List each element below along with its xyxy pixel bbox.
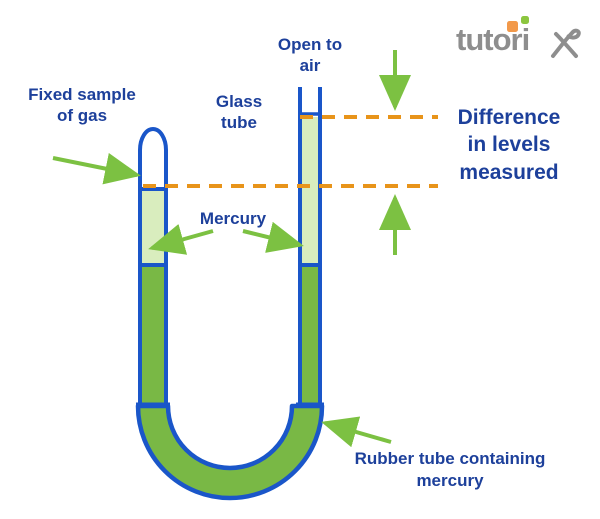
logo-x-swoosh-icon [551,28,581,58]
label-line: Rubber tube containing [354,449,546,468]
right-mercury-dark [302,265,318,404]
label-line: Glass [215,92,263,111]
arrow-fixed-sample [52,152,141,185]
label-mercury: Mercury [186,209,280,230]
arrow-mercury-right [242,221,304,253]
label-line: tube [221,112,257,132]
rubber-tube [135,403,325,501]
label-rubber-tube: Rubber tube containing mercury [328,448,572,492]
left-mercury-light [142,190,164,265]
label-line: air [299,55,321,75]
tutorix-logo: tutori [456,14,591,64]
label-fixed-sample-of-gas: Fixed sample of gas [8,85,156,126]
arrow-mercury-left [148,223,214,255]
logo-green-square-icon [521,16,529,24]
label-line: Mercury [199,209,267,228]
label-line: of gas [56,105,108,125]
label-line: Fixed sample [28,85,136,104]
label-line: in levels [467,133,551,157]
arrow-rubber-tube [321,416,392,448]
label-line: measured [459,160,559,184]
label-glass-tube: Glass tube [193,92,285,133]
label-open-to-air: Open to air [263,35,357,76]
tutorix-logo-text: tutori [456,22,530,57]
label-line: mercury [416,471,484,491]
logo-orange-square-icon [507,21,518,32]
label-line: Difference [457,106,561,129]
left-mercury-dark [142,265,164,404]
label-difference-in-levels: Difference in levels measured [430,104,588,186]
label-line: Open to [277,35,343,54]
right-mercury-light [302,117,318,265]
